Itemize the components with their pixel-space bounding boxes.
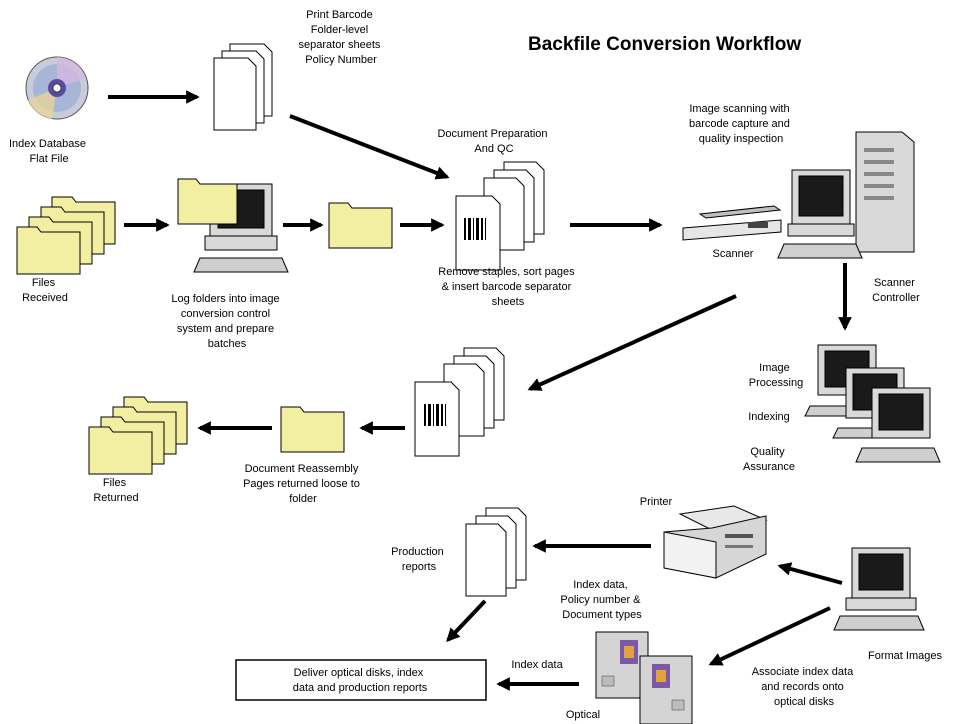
remove-staples-label: Remove staples, sort pages & insert barc… [438,266,577,308]
folder-icon [16,196,116,275]
folder-icon [88,396,188,475]
index-data-label: Index data [511,659,563,671]
indexing-label: Indexing [748,411,790,423]
arrow-format-to-printer [777,562,843,585]
arrow-format-to-optical [708,606,831,666]
printer-label: Printer [640,496,673,508]
image-scanning-label: Image scanning with barcode capture and … [689,103,793,145]
scanner-controller-label: Scanner Controller [872,277,920,304]
files-received-label: Files Received [22,277,68,304]
optical-disk-icon [595,631,649,699]
optical-disk-icon [639,655,693,724]
folder-icon [177,178,238,225]
scanner-icon [682,205,782,241]
cd-icon [25,56,89,120]
diagram-title: Backfile Conversion Workflow [528,34,801,55]
quality-assurance-label: Quality Assurance [743,446,795,473]
optical-label: Optical [566,709,600,721]
document-stack-icon [465,507,527,597]
format-images-label: Format Images [868,650,942,662]
production-reports-label: Production reports [391,546,447,573]
arrow-reports-to-deliver [446,599,487,642]
associate-index-label: Associate index data and records onto op… [752,666,857,708]
barcode-icon [424,404,446,426]
document-stack-icon [213,43,273,131]
document-stack-icon [455,161,545,271]
barcode-icon [464,218,486,240]
scanner-label: Scanner [713,248,754,260]
doc-prep-label: Document Preparation And QC [437,128,550,155]
computer-icon [833,547,925,631]
document-stack-icon [414,347,505,457]
computer-icon [855,387,941,463]
log-folders-label: Log folders into image conversion contro… [171,293,282,350]
print-barcode-label: Print Barcode Folder-level separator she… [299,9,384,66]
tower-server-icon [855,131,915,253]
arrow-barcode-to-prep [289,114,450,180]
doc-reassembly-label: Document Reassembly Pages returned loose… [243,463,363,505]
arrow-scan-to-reassembly [527,294,737,391]
printer-icon [663,505,768,579]
deliver-box [235,659,487,701]
computer-icon [777,169,863,259]
image-processing-label: Image Processing [749,362,803,389]
index-policy-label: Index data, Policy number & Document typ… [560,579,643,621]
deliver-label: Deliver optical disks, index data and pr… [293,667,428,694]
files-returned-label: Files Returned [93,477,138,504]
index-db-label: Index Database Flat File [9,138,89,165]
folder-icon [280,406,345,453]
folder-icon [328,202,393,249]
